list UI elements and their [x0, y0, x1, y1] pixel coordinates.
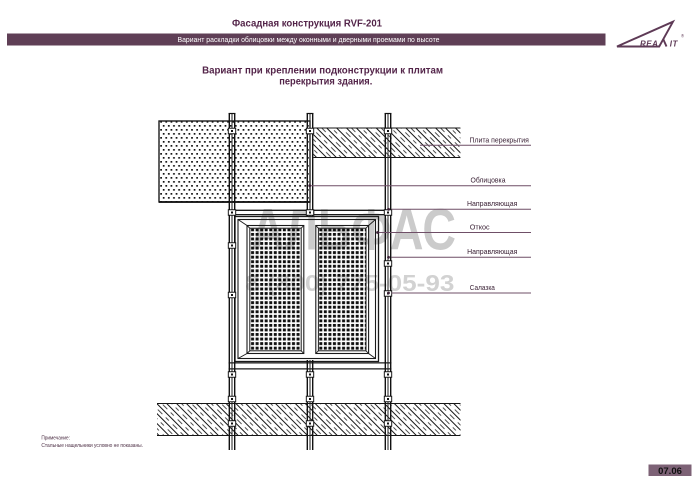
- svg-text:Вариант при креплении подконст: Вариант при креплении подконструкции к п…: [202, 66, 443, 77]
- svg-text:Откос: Откос: [470, 223, 490, 232]
- svg-text:IT: IT: [670, 39, 679, 48]
- svg-text:Облицовка: Облицовка: [471, 176, 506, 185]
- svg-text:перекрытия здания.: перекрытия здания.: [279, 77, 372, 88]
- svg-text:REA: REA: [640, 39, 658, 48]
- svg-text:Вариант раскладки облицовки ме: Вариант раскладки облицовки между оконны…: [178, 36, 440, 44]
- svg-text:Плита перекрытия: Плита перекрытия: [470, 135, 529, 144]
- svg-text:Направляющая: Направляющая: [467, 199, 517, 208]
- svg-text:Фасадная конструкция RVF-201: Фасадная конструкция RVF-201: [232, 19, 382, 30]
- svg-text:®: ®: [681, 34, 685, 39]
- svg-text:Направляющая: Направляющая: [467, 247, 517, 256]
- svg-text:Примечание:: Примечание:: [41, 436, 70, 442]
- svg-text:Стальные нащельники условно не: Стальные нащельники условно не показаны.: [41, 443, 143, 449]
- svg-text:07.06: 07.06: [658, 466, 682, 477]
- svg-text:Салазка: Салазка: [470, 283, 495, 292]
